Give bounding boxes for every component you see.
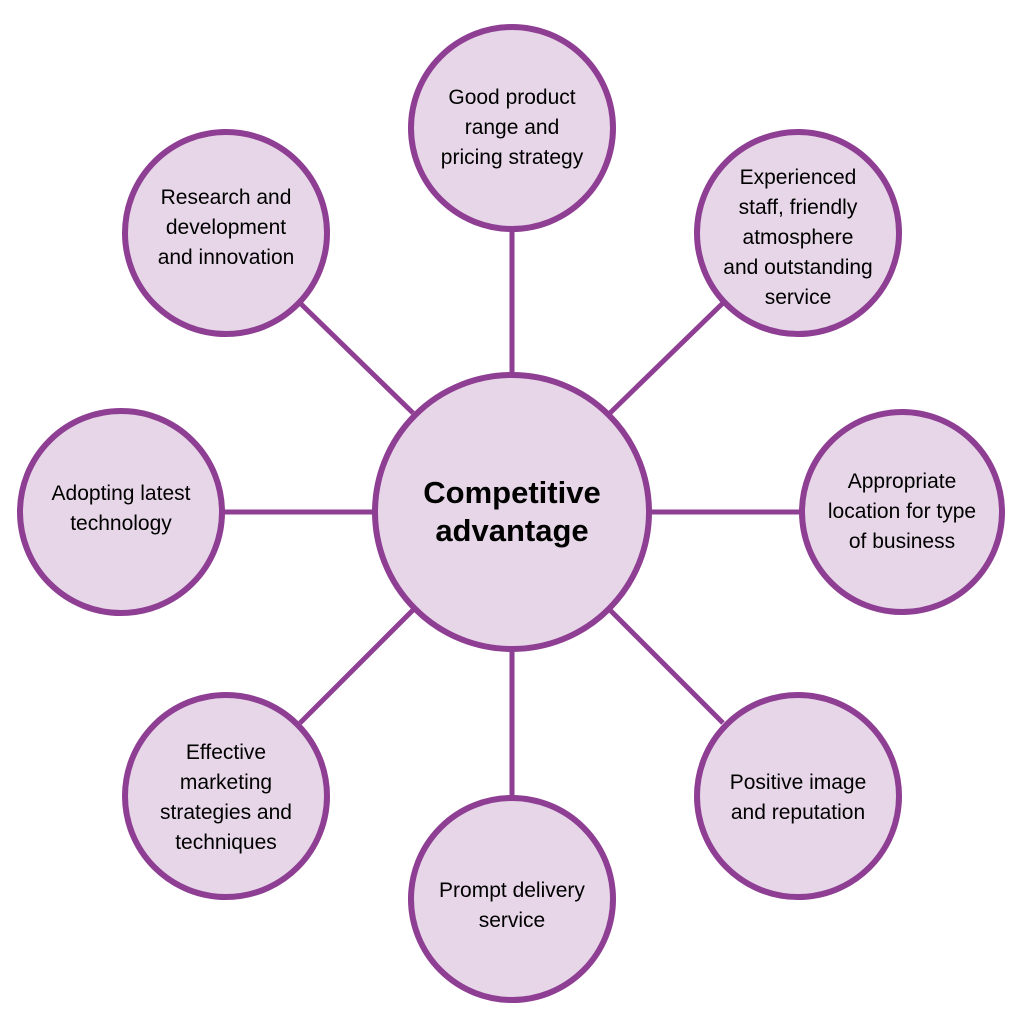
- node-top-right: [694, 129, 902, 337]
- node-label-bottom: Prompt delivery service: [439, 879, 585, 932]
- connector-top-left: [298, 301, 415, 415]
- node-top: [408, 24, 616, 232]
- node-bottom-right: [694, 692, 902, 900]
- center-label: Competitive advantage: [423, 475, 601, 548]
- node-top-left: [122, 129, 330, 337]
- node-bottom: [408, 795, 616, 1003]
- center-node: [372, 372, 652, 652]
- connector-bottom-left: [298, 608, 415, 725]
- node-label-bottom-left: Effective marketing strategies and techn…: [160, 741, 292, 854]
- node-left: [17, 408, 225, 616]
- node-label-top-right: Experienced staff, friendly atmosphere a…: [723, 166, 873, 309]
- connector-top-right: [608, 301, 725, 415]
- connector-bottom-right: [608, 608, 725, 725]
- node-bottom-left: [122, 692, 330, 900]
- node-right: [799, 409, 1005, 615]
- node-label-left: Adopting latest technology: [51, 482, 191, 535]
- node-label-top: Good product range and pricing strategy: [440, 86, 584, 169]
- node-label-bottom-right: Positive image and reputation: [729, 771, 867, 824]
- node-label-right: Appropriate location for type of busines…: [827, 470, 977, 553]
- node-label-top-left: Research and development and innovation: [157, 186, 295, 269]
